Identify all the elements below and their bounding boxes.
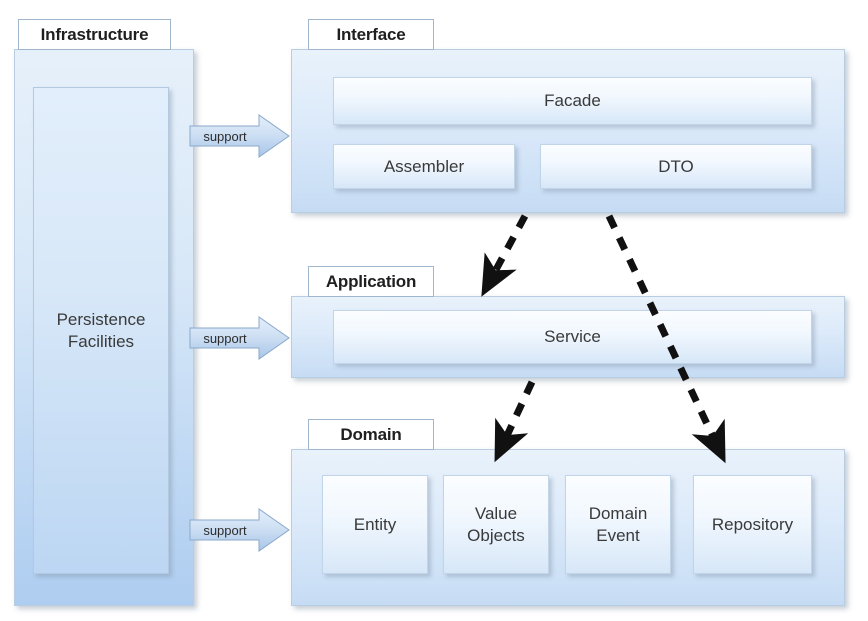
support-arrow-application-icon — [189, 316, 290, 360]
component-service-label: Service — [544, 327, 601, 347]
component-assembler-label: Assembler — [383, 156, 465, 176]
component-domain-event-label: Domain Event — [588, 504, 648, 545]
layer-tab-infrastructure-label: Infrastructure — [40, 24, 149, 44]
component-facade: Facade — [333, 77, 812, 125]
component-dto: DTO — [540, 144, 812, 189]
component-persistence-facilities-label: Persistence Facilities — [56, 310, 146, 351]
connector-interface-to-application — [481, 214, 529, 297]
component-repository: Repository — [693, 475, 812, 574]
component-entity: Entity — [322, 475, 428, 574]
layer-tab-infrastructure: Infrastructure — [18, 19, 171, 50]
layer-tab-application-label: Application — [325, 271, 417, 291]
component-domain-event: Domain Event — [565, 475, 671, 574]
support-arrow-domain: support — [189, 507, 291, 553]
layer-tab-interface: Interface — [308, 19, 434, 50]
component-value-objects: Value Objects — [443, 475, 549, 574]
component-persistence-facilities: Persistence Facilities — [33, 87, 169, 574]
component-facade-label: Facade — [544, 91, 601, 111]
component-repository-label: Repository — [711, 514, 794, 534]
component-service: Service — [333, 310, 812, 364]
connector-application-to-domain — [494, 380, 536, 463]
layer-tab-application: Application — [308, 266, 434, 297]
component-value-objects-label: Value Objects — [467, 504, 525, 545]
support-arrow-domain-icon — [189, 508, 290, 552]
support-arrow-interface: support — [189, 113, 291, 159]
component-entity-label: Entity — [353, 514, 397, 534]
component-assembler: Assembler — [333, 144, 515, 189]
support-arrow-application: support — [189, 315, 291, 361]
layer-tab-domain: Domain — [308, 419, 434, 450]
layer-tab-interface-label: Interface — [336, 24, 406, 44]
support-arrow-interface-icon — [189, 114, 290, 158]
layer-tab-domain-label: Domain — [340, 424, 402, 444]
component-dto-label: DTO — [658, 156, 694, 176]
